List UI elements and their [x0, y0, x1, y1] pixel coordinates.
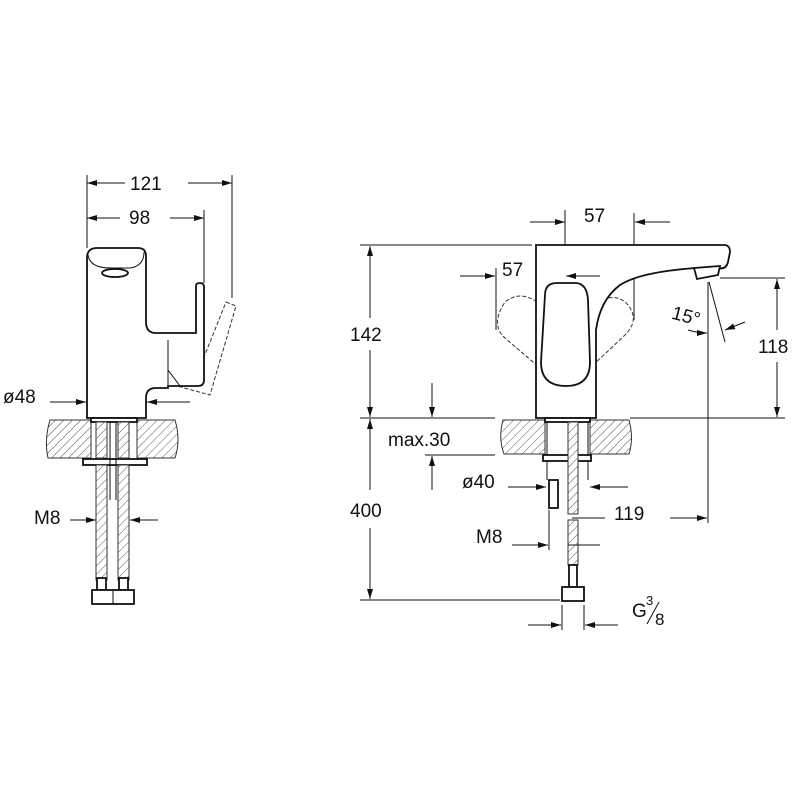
hose-2	[117, 464, 130, 581]
dim-thread-front: M8	[476, 527, 502, 548]
faucet-body	[86, 247, 205, 419]
mounting-plate	[82, 458, 148, 466]
dim-thread-side: M8	[34, 508, 60, 529]
dim-spout-reach: 119	[614, 504, 644, 525]
aerator	[692, 265, 722, 281]
dim-connection-thread: G 3 8	[632, 593, 664, 629]
dim-hose-length: 400	[350, 501, 382, 522]
mounting-plate	[542, 454, 592, 462]
dim-overall-depth: 121	[130, 174, 162, 195]
hose	[567, 421, 579, 515]
spout-cap	[87, 251, 145, 269]
countertop-left	[500, 419, 546, 455]
svg-text:G: G	[632, 601, 647, 622]
side-view: 121 98 ø48 M8	[3, 174, 237, 605]
hose-nut	[561, 586, 585, 602]
shank-rod	[548, 479, 559, 509]
dim-spout-angle: 15°	[669, 303, 702, 331]
lever-handle	[540, 282, 591, 387]
front-view: 57 57 142 118 15° max.30	[350, 206, 788, 630]
dim-max-counter-thickness: max.30	[388, 430, 450, 451]
dim-spout-height: 118	[758, 337, 788, 358]
dim-total-height: 142	[350, 325, 382, 346]
lever-swing-left	[497, 295, 541, 369]
svg-text:8: 8	[655, 610, 664, 629]
countertop-right	[136, 419, 179, 459]
countertop-right	[589, 419, 632, 455]
dim-shank-diameter: ø40	[462, 472, 495, 493]
hose-1	[95, 464, 108, 581]
dim-lever-depth: 98	[129, 208, 150, 229]
dim-body-diameter: ø48	[3, 387, 36, 408]
svg-text:3: 3	[646, 593, 653, 608]
aerator	[101, 268, 129, 278]
dim-lever-swing-right: 57	[584, 206, 605, 227]
dim-lever-swing-left: 57	[502, 260, 523, 281]
countertop-left	[45, 419, 92, 459]
